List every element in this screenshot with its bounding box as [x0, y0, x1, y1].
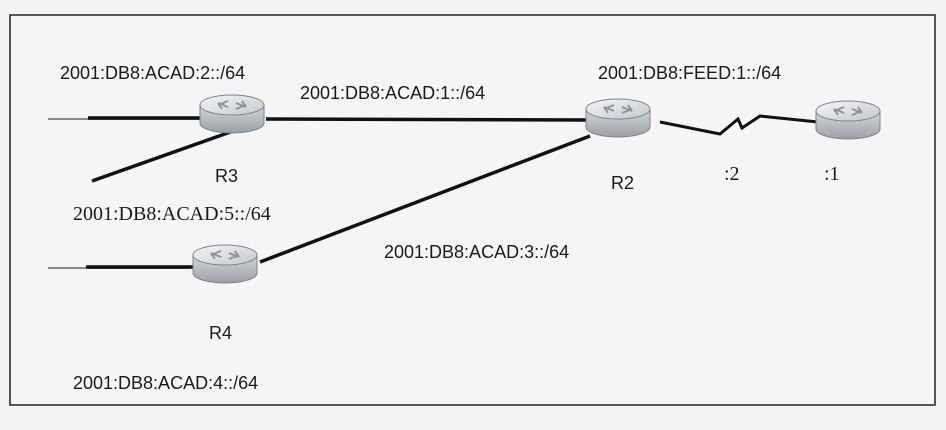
serial-link	[659, 114, 819, 136]
router-r3[interactable]	[199, 94, 265, 134]
r3-lan-bottom-network-label: 2001:DB8:ACAD:5::/64	[73, 203, 271, 225]
serial-network-label: 2001:DB8:FEED:1::/64	[598, 63, 782, 83]
router-r1[interactable]	[815, 100, 881, 140]
r2-router-label: R2	[611, 173, 635, 193]
r3-r2-link	[265, 117, 591, 122]
r3-lan-bottom-link	[91, 128, 237, 183]
r4-router-label: R4	[209, 323, 233, 343]
diagram-frame	[9, 14, 936, 406]
r4-r2-link	[259, 134, 591, 264]
router-r4[interactable]	[192, 244, 258, 284]
r3-lan-top-network-label: 2001:DB8:ACAD:2::/64	[60, 63, 246, 83]
r3-router-label: R3	[215, 166, 239, 186]
r4-r2-network-label: 2001:DB8:ACAD:3::/64	[384, 242, 570, 262]
r3-r2-network-label: 2001:DB8:ACAD:1::/64	[300, 83, 486, 103]
r4-lan-network-label: 2001:DB8:ACAD:4::/64	[73, 373, 259, 393]
router-r2[interactable]	[585, 98, 651, 138]
r2-serial-interface-id: :2	[724, 163, 740, 185]
r1-serial-interface-id: :1	[824, 163, 840, 185]
